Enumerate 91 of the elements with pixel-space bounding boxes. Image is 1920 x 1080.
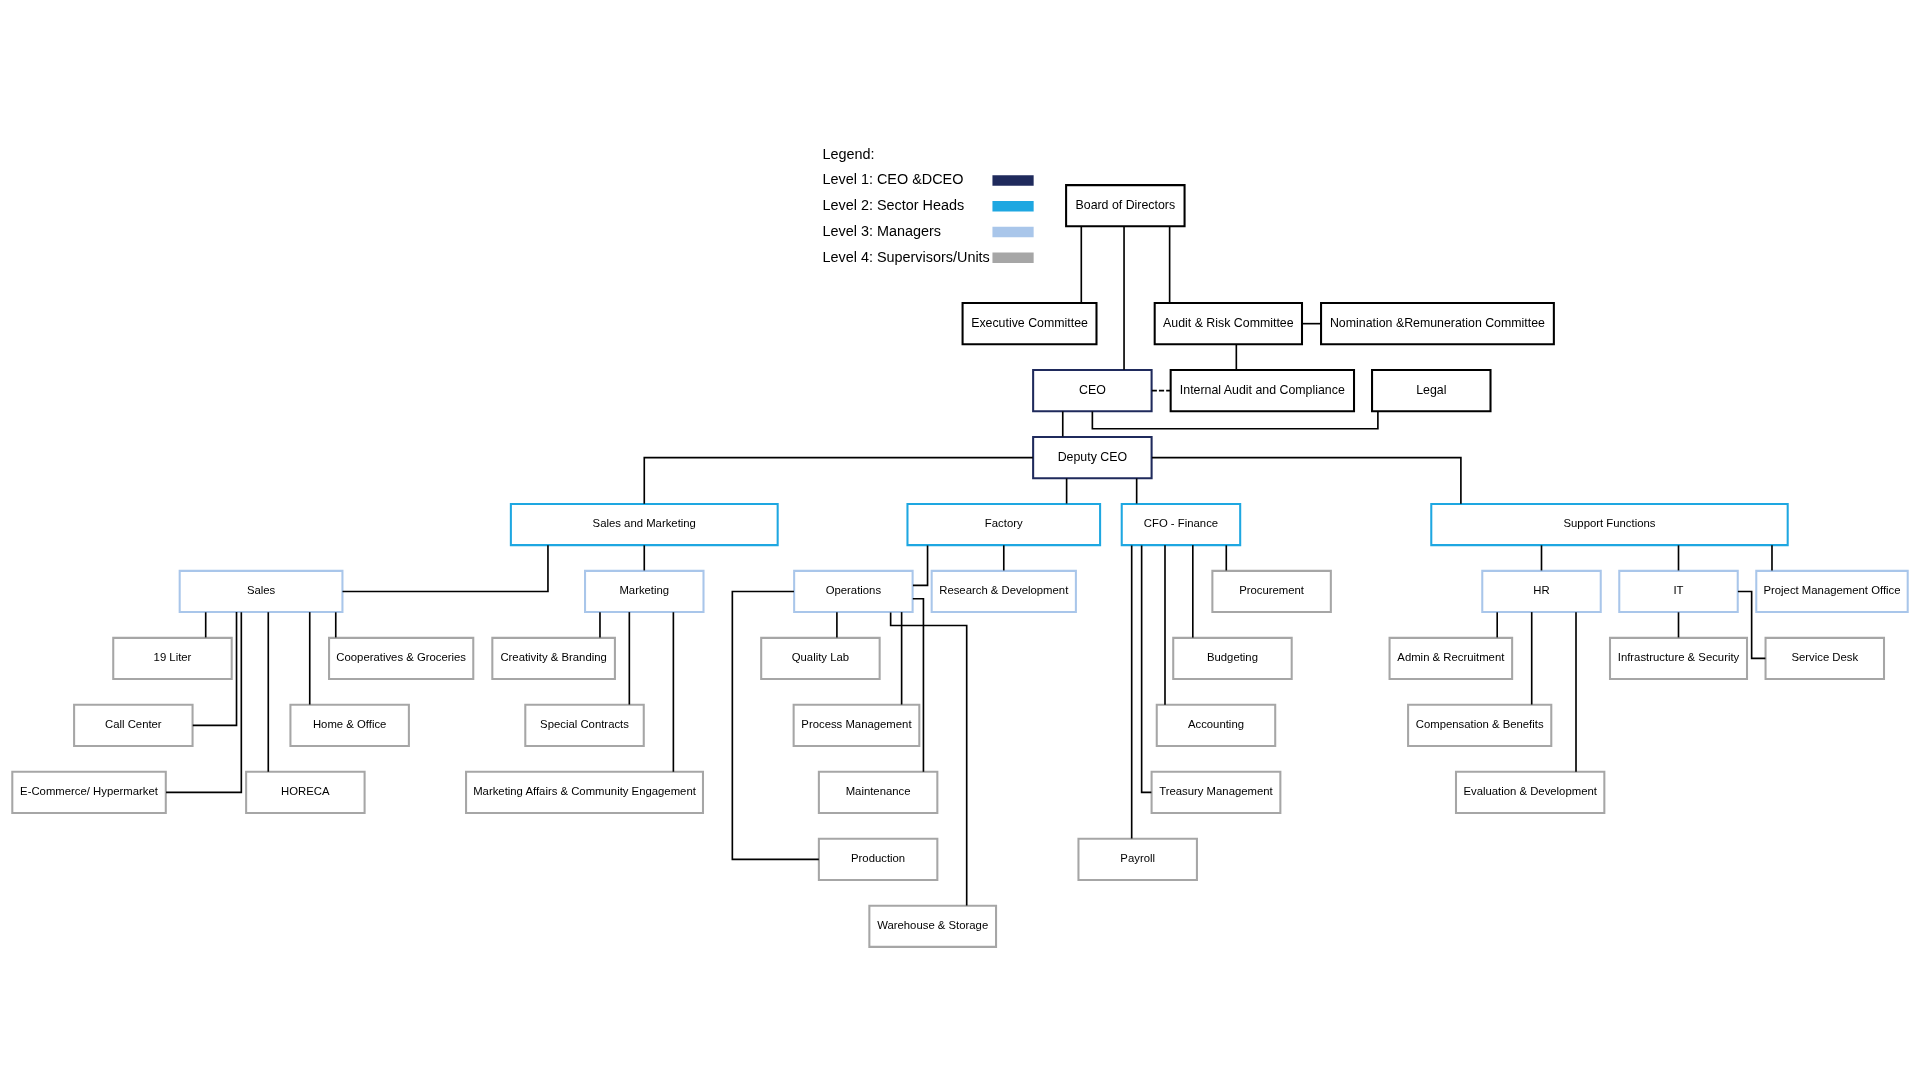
node-box: Deputy CEO	[1032, 435, 1153, 479]
node-box: Production	[817, 837, 939, 881]
node-box: Maintenance	[817, 770, 939, 814]
node-box: Treasury Management	[1150, 770, 1282, 814]
connector	[334, 611, 337, 638]
label: Legend:	[822, 145, 875, 162]
node-box: Internal Audit and Compliance	[1169, 368, 1356, 412]
node-box: Warehouse & Storage	[868, 904, 998, 948]
connector	[1164, 543, 1166, 706]
node-box: Operations	[793, 569, 914, 613]
connector	[900, 610, 903, 705]
node-box: Project Management Office	[1755, 569, 1909, 613]
node-box: Marketing	[584, 569, 705, 613]
connector	[1151, 389, 1172, 391]
connector	[341, 544, 549, 592]
node-box: Evaluation & Development	[1454, 770, 1606, 814]
connector	[1575, 610, 1577, 773]
connector	[1496, 611, 1499, 638]
node-box: Legal	[1371, 368, 1492, 412]
node-box: Call Center	[73, 703, 194, 747]
node-box: Executive Committee	[961, 301, 1098, 345]
connector	[1771, 544, 1773, 571]
node-box: Nomination &Remuneration Committee	[1320, 301, 1555, 345]
connector	[731, 590, 820, 860]
node-box: Procurement	[1211, 569, 1332, 613]
node-box: Support Functions	[1430, 502, 1789, 546]
connector	[1091, 410, 1379, 430]
connector	[267, 610, 270, 773]
node-box: CFO - Finance	[1120, 502, 1242, 546]
connector	[1225, 544, 1228, 571]
node-box: Compensation & Benefits	[1407, 703, 1553, 747]
node-box: Sales	[178, 569, 344, 613]
connector	[1677, 544, 1680, 571]
connector	[628, 610, 631, 705]
node-box: Infrastructure & Security	[1608, 636, 1749, 680]
node-box: Audit & Risk Committee	[1153, 301, 1304, 345]
connector	[599, 611, 601, 638]
node-box: Process Management	[792, 703, 921, 747]
connector	[191, 610, 238, 726]
node-box: Accounting	[1155, 703, 1277, 747]
connector	[1065, 477, 1068, 504]
connector	[643, 544, 646, 571]
legend-label: Level 2: Sector Heads	[822, 196, 965, 213]
connector	[672, 610, 675, 773]
node-box: 19 Liter	[112, 636, 233, 680]
node-box: Board of Directors	[1065, 183, 1186, 227]
connector	[1130, 544, 1133, 839]
node-box: Creativity & Branding	[491, 636, 616, 680]
node-box: Payroll	[1077, 837, 1198, 881]
connector	[1135, 477, 1138, 504]
connector	[1002, 544, 1005, 571]
connector	[1123, 225, 1125, 371]
node-box: Service Desk	[1764, 636, 1886, 680]
node-box: Factory	[906, 502, 1102, 546]
node-box: IT	[1618, 569, 1739, 613]
node-box: Special Contracts	[524, 703, 645, 747]
node-box: Home & Office	[289, 703, 410, 747]
legend-label: Level 4: Supervisors/Units	[822, 248, 990, 265]
connector	[912, 544, 929, 586]
connector	[1540, 544, 1543, 571]
connector	[1140, 544, 1153, 793]
connector	[911, 597, 925, 772]
connector	[1677, 611, 1680, 638]
connector	[1151, 456, 1462, 505]
node-box: HR	[1481, 569, 1602, 613]
legend-label: Level 1: CEO &DCEO	[822, 170, 964, 187]
node-box: Marketing Affairs & Community Engagement	[465, 770, 704, 814]
connector	[1168, 225, 1171, 304]
node-box: Budgeting	[1172, 636, 1293, 680]
connector	[1530, 610, 1533, 705]
node-box: CEO	[1032, 368, 1153, 412]
legend-label: Level 3: Managers	[822, 222, 942, 239]
connector	[836, 611, 838, 638]
connector	[889, 611, 968, 906]
node-box: Research & Development	[930, 569, 1077, 613]
connector	[643, 456, 1034, 505]
node-box: Sales and Marketing	[509, 502, 779, 546]
connector	[1061, 410, 1064, 437]
connector	[1192, 543, 1194, 638]
connector	[308, 610, 311, 705]
connector	[204, 611, 207, 638]
connector	[165, 610, 243, 793]
node-box: Admin & Recruitment	[1388, 636, 1514, 680]
node-box: Cooperatives & Groceries	[328, 636, 475, 680]
connector	[1080, 225, 1083, 304]
node-box: Quality Lab	[760, 636, 881, 680]
connector	[1737, 590, 1767, 659]
node-box: HORECA	[245, 770, 366, 814]
connector	[1235, 343, 1238, 370]
node-box: E-Commerce/ Hypermarket	[11, 770, 167, 814]
connector	[1301, 322, 1322, 324]
